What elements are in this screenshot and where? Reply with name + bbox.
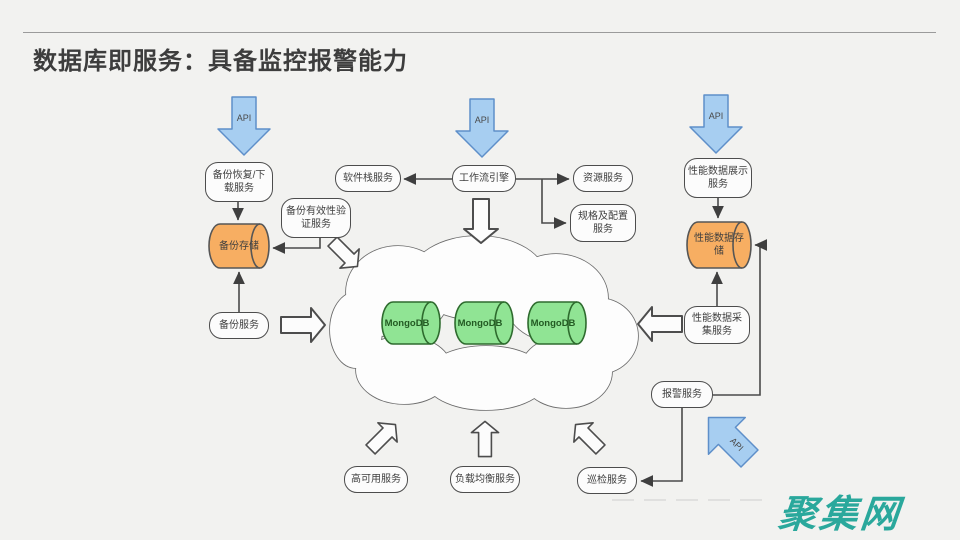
flow-arrow-up-left-icon (573, 422, 606, 455)
node-workflow-engine: 工作流引擎 (452, 165, 516, 192)
node-software-stack-service: 软件栈服务 (335, 165, 401, 192)
node-high-availability-service: 高可用服务 (344, 466, 408, 493)
api-label: API (709, 111, 724, 121)
node-backup-validation-service: 备份有效性验证服务 (281, 198, 351, 238)
api-arrow-center-icon: API (455, 98, 509, 158)
api-arrow-diagonal-icon: API (707, 416, 759, 468)
backup-storage-cylinder-icon (208, 223, 270, 269)
perf-data-storage-label: 性能数据存储 (694, 233, 744, 257)
node-perf-data-collect-service: 性能数据采集服务 (684, 306, 750, 344)
node-inspection-service: 巡检服务 (577, 467, 637, 494)
mongodb-label-3: MongoDB (530, 317, 576, 329)
flow-arrow-down-right-icon (327, 236, 360, 269)
page-title: 数据库即服务：具备监控报警能力 (33, 48, 408, 75)
connectors (232, 173, 768, 487)
flow-arrow-down-icon (463, 198, 499, 244)
flow-arrow-right-icon (280, 307, 326, 343)
node-load-balance-service: 负载均衡服务 (450, 466, 520, 493)
api-label: API (237, 113, 252, 123)
perf-storage-cylinder-icon (686, 221, 752, 269)
node-resource-service: 资源服务 (573, 165, 633, 192)
mongodb-label-2: MongoDB (457, 317, 503, 329)
flow-arrow-left-icon (637, 306, 683, 342)
site-watermark: 聚集网 (776, 494, 904, 536)
mongodb-label-1: MongoDB (384, 317, 430, 329)
node-backup-service: 备份服务 (209, 312, 269, 339)
api-arrows: API API API API (217, 94, 759, 468)
flow-arrows (280, 198, 683, 458)
api-arrow-left-icon: API (217, 96, 271, 156)
flow-arrow-up-right-icon (365, 422, 398, 455)
node-backup-restore-download-service: 备份恢复/下载服务 (205, 162, 273, 202)
node-perf-data-display-service: 性能数据展示服务 (684, 158, 752, 198)
api-arrow-right-icon: API (689, 94, 743, 154)
node-spec-config-service: 规格及配置服务 (570, 204, 636, 242)
node-alarm-service: 报警服务 (651, 381, 713, 408)
title-divider (23, 32, 936, 33)
backup-storage-label: 备份存储 (219, 240, 259, 252)
mongodb-cylinder-icons (381, 301, 587, 345)
flow-arrow-up-icon (470, 420, 500, 458)
api-label: API (475, 115, 490, 125)
